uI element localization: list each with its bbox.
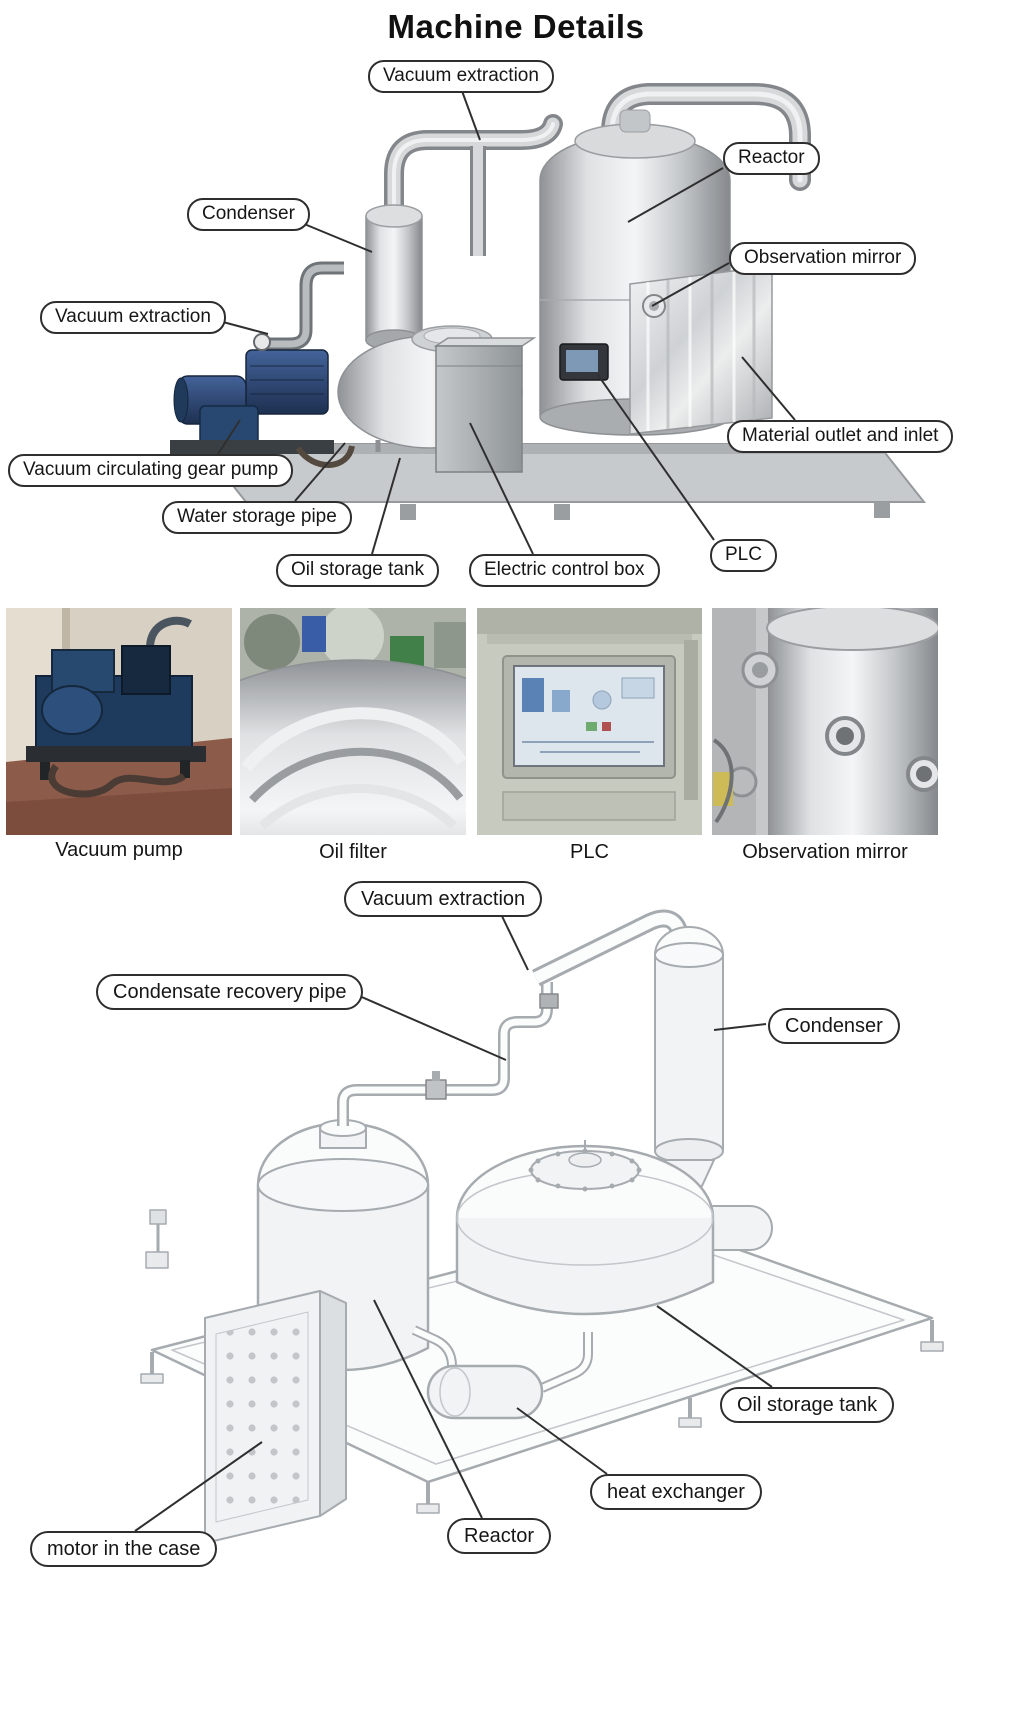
label-oil-storage-tank: Oil storage tank xyxy=(276,554,440,587)
label-material-outlet-and-inlet: Material outlet and inlet xyxy=(727,420,954,453)
bottom-machine-illustration xyxy=(140,909,944,1544)
label-observation-mirror: Observation mirror xyxy=(729,242,917,275)
label-bottom-vacuum-extraction: Vacuum extraction xyxy=(344,881,543,917)
label-bottom-heat-exchanger: heat exchanger xyxy=(590,1474,762,1510)
caption-plc: PLC xyxy=(570,841,609,863)
observation-mirror-photo xyxy=(712,608,938,835)
label-bottom-motor-in-the-case: motor in the case xyxy=(30,1531,218,1567)
label-vacuum-extraction-left: Vacuum extraction xyxy=(40,301,226,334)
page-title: Machine Details xyxy=(387,8,645,45)
leader-lines-top xyxy=(207,90,796,555)
label-vacuum-extraction-top: Vacuum extraction xyxy=(368,60,554,93)
label-plc: PLC xyxy=(710,539,777,572)
label-bottom-reactor: Reactor xyxy=(447,1518,552,1554)
label-vacuum-circulating-gear-pump: Vacuum circulating gear pump xyxy=(8,454,294,487)
label-condenser: Condenser xyxy=(187,198,310,231)
vacuum-pump-photo xyxy=(6,608,232,835)
label-electric-control-box: Electric control box xyxy=(469,554,660,587)
oil-filter-photo xyxy=(240,608,466,835)
leader-lines-bottom xyxy=(134,911,773,1532)
plc-photo xyxy=(477,608,702,835)
caption-vacuum-pump: Vacuum pump xyxy=(55,839,183,861)
caption-oil-filter: Oil filter xyxy=(319,841,387,863)
label-bottom-condensate-recovery-pipe: Condensate recovery pipe xyxy=(96,974,364,1010)
caption-observation-mirror: Observation mirror xyxy=(742,841,908,863)
label-water-storage-pipe: Water storage pipe xyxy=(162,501,352,534)
label-reactor: Reactor xyxy=(723,142,820,175)
label-bottom-oil-storage-tank: Oil storage tank xyxy=(720,1387,895,1423)
top-machine-illustration xyxy=(170,83,927,520)
label-bottom-condenser: Condenser xyxy=(768,1008,900,1044)
